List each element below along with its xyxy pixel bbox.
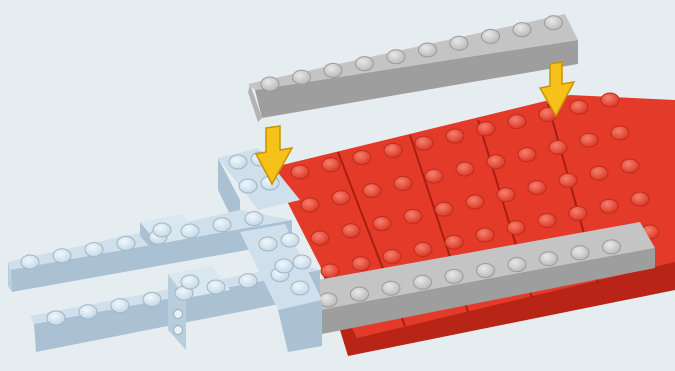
red-stud (445, 235, 463, 249)
blue-stud (281, 233, 299, 247)
blue-stud (239, 179, 257, 193)
gray-stud (351, 287, 369, 301)
blue-stud (117, 236, 135, 250)
red-stud (611, 126, 629, 140)
red-stud (414, 242, 432, 256)
red-stud (301, 198, 319, 212)
red-stud (394, 176, 412, 190)
gray-stud (445, 269, 463, 283)
gray-stud (387, 50, 405, 64)
red-stud (538, 214, 556, 228)
blue-stud (239, 274, 257, 288)
red-stud (477, 122, 495, 136)
blue-stud (79, 305, 97, 319)
red-stud (528, 181, 546, 195)
red-stud (415, 136, 433, 150)
red-stud (476, 228, 494, 242)
red-stud (352, 257, 370, 271)
red-stud (580, 133, 598, 147)
blue-stud (229, 155, 247, 169)
red-stud (508, 115, 526, 129)
red-stud (590, 166, 608, 180)
red-stud (601, 93, 619, 107)
red-stud (384, 143, 402, 157)
gray-stud (261, 77, 279, 91)
gray-stud (414, 275, 432, 289)
red-stud (342, 224, 360, 238)
blue-stud (143, 292, 161, 306)
blue-stud (153, 223, 171, 237)
blue-stud (53, 249, 71, 263)
technic-hole-bottom (174, 326, 183, 335)
blue-stud (181, 275, 199, 289)
red-stud (291, 165, 309, 179)
red-stud (353, 151, 371, 165)
red-stud (404, 209, 422, 223)
technic-hole-top (174, 310, 183, 319)
gray-stud (571, 246, 589, 260)
red-stud (373, 217, 391, 231)
gray-stud (540, 252, 558, 266)
red-stud (446, 129, 464, 143)
red-stud (559, 173, 577, 187)
blue-stud (207, 280, 225, 294)
red-stud (322, 158, 340, 172)
blue-stud (259, 237, 277, 251)
red-stud (311, 231, 329, 245)
blue-stud (111, 299, 129, 313)
blue-stud (85, 243, 103, 257)
gray-stud (482, 29, 500, 43)
red-stud (569, 206, 587, 220)
gray-stud (419, 43, 437, 57)
red-stud (435, 202, 453, 216)
red-stud (425, 169, 443, 183)
red-stud (570, 100, 588, 114)
red-stud (383, 250, 401, 264)
gray-stud (293, 70, 311, 84)
blue-stud (245, 212, 263, 226)
blue-stud (293, 255, 311, 269)
red-stud (466, 195, 484, 209)
gray-stud (545, 16, 563, 30)
blue-stud (291, 281, 309, 295)
blue-stud (181, 224, 199, 238)
blue-stud (21, 255, 39, 269)
gray-stud (508, 258, 526, 272)
blue-stud (213, 218, 231, 232)
red-stud (600, 199, 618, 213)
red-stud (631, 192, 649, 206)
red-stud (497, 188, 515, 202)
red-stud (332, 191, 350, 205)
gray-stud (382, 281, 400, 295)
red-stud (456, 162, 474, 176)
gray-stud (356, 57, 374, 71)
gray-stud (603, 240, 621, 254)
red-stud (621, 159, 639, 173)
red-stud (518, 148, 536, 162)
blue-stud (275, 259, 293, 273)
gray-stud (324, 63, 342, 77)
red-stud (507, 221, 525, 235)
blue-stud (47, 311, 65, 325)
red-stud (321, 264, 339, 278)
red-stud (363, 184, 381, 198)
gray-stud (450, 36, 468, 50)
red-stud (487, 155, 505, 169)
gray-stud (513, 23, 531, 37)
gray-stud (477, 264, 495, 278)
red-stud (549, 140, 567, 154)
